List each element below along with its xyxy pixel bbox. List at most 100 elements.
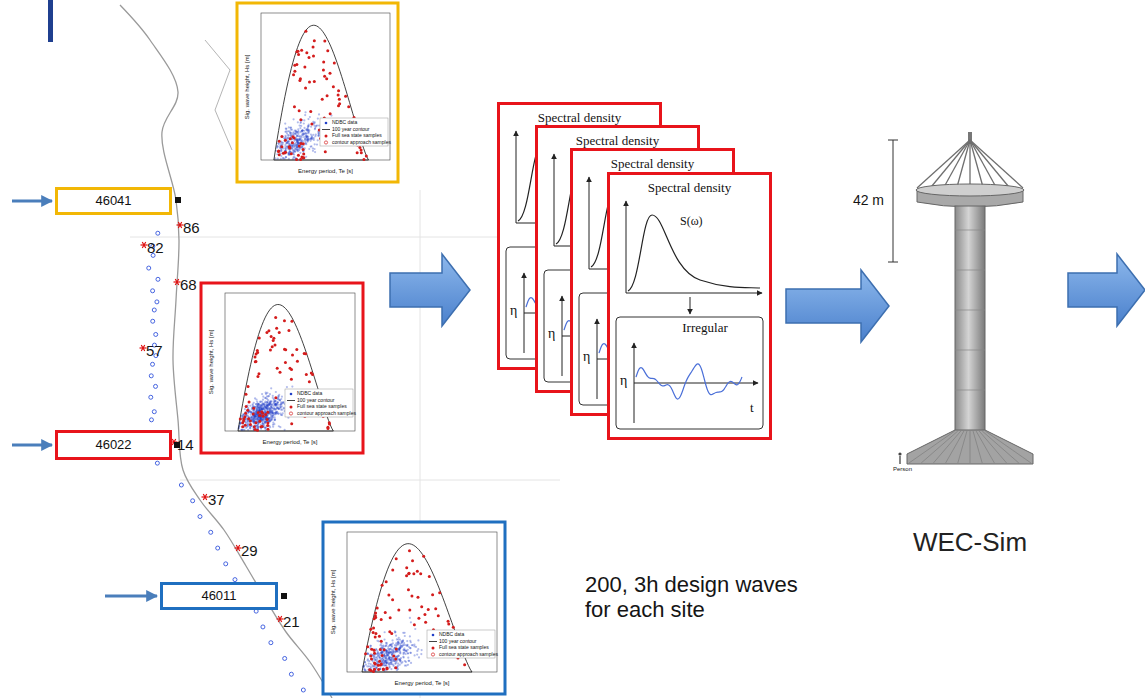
sample-point: [333, 62, 336, 65]
data-point: [278, 140, 280, 142]
sample-point: [257, 411, 260, 414]
data-point: [316, 143, 318, 145]
inset-frame: [237, 3, 398, 182]
data-point: [261, 425, 263, 427]
buoy-dot: [261, 625, 265, 629]
station-number: 82: [147, 239, 164, 256]
data-point: [255, 398, 257, 400]
data-point: [282, 157, 284, 159]
figure-part: [955, 310, 985, 311]
data-point: [310, 140, 312, 142]
legend-sample: [289, 412, 292, 415]
data-point: [298, 149, 300, 151]
tool-name: WEC-Sim: [913, 528, 1027, 558]
data-point: [297, 128, 299, 130]
data-point: [276, 411, 278, 413]
axis-title: Sig. wave height, Hs [m]: [330, 570, 337, 635]
station-number: 37: [208, 491, 225, 508]
station-box: 46041: [55, 187, 172, 215]
data-point: [240, 429, 242, 431]
data-point: [307, 126, 309, 128]
sample-point: [424, 621, 427, 624]
sample-point: [381, 654, 384, 657]
data-point: [314, 121, 316, 123]
sample-point: [287, 329, 290, 332]
data-point: [275, 391, 277, 393]
data-point: [287, 130, 289, 132]
sample-point: [392, 655, 395, 658]
inset-frame: [201, 283, 363, 453]
sample-point: [410, 595, 413, 598]
data-point: [250, 414, 252, 416]
data-point: [401, 642, 403, 644]
figure-part: [278, 616, 282, 622]
sample-point: [298, 109, 301, 112]
data-point: [394, 663, 396, 665]
data-point: [269, 401, 271, 403]
figure-part: [690, 297, 691, 314]
figure-part: [895, 130, 1045, 570]
figure-part: [203, 494, 207, 500]
data-point: [407, 664, 409, 666]
data-point: [289, 150, 291, 152]
data-point: [409, 652, 411, 654]
data-point: [281, 396, 283, 398]
sample-point: [420, 605, 423, 608]
data-point: [310, 137, 312, 139]
axis-symbol: η: [510, 303, 517, 319]
data-point: [304, 138, 306, 140]
data-point: [384, 660, 386, 662]
sample-point: [407, 572, 410, 575]
data-point: [272, 395, 274, 397]
axis-symbol: S(ω): [680, 215, 703, 229]
sample-point: [291, 135, 294, 138]
sample-point: [283, 319, 286, 322]
data-point: [310, 138, 312, 140]
data-point: [302, 148, 304, 150]
sample-point: [428, 575, 431, 578]
data-point: [291, 385, 293, 387]
figure-part: [898, 452, 901, 455]
sample-point: [431, 593, 434, 596]
data-point: [310, 145, 312, 147]
sample-point: [344, 95, 347, 98]
sample-point: [326, 49, 329, 52]
wave-panel: [616, 317, 763, 429]
data-point: [402, 632, 404, 634]
data-point: [408, 660, 410, 662]
data-point: [394, 631, 396, 633]
sample-point: [321, 98, 324, 101]
data-point: [255, 411, 257, 413]
sample-point: [305, 373, 308, 376]
data-point: [255, 416, 257, 418]
sample-point: [266, 418, 269, 421]
data-point: [384, 660, 386, 662]
sample-point: [365, 155, 368, 158]
sample-point: [246, 409, 249, 412]
sample-point: [261, 412, 264, 415]
data-point: [382, 644, 384, 646]
data-point: [301, 130, 303, 132]
data-point: [292, 158, 294, 160]
figure-part: [554, 154, 555, 246]
data-point: [421, 649, 423, 651]
figure-label: Person: [893, 466, 912, 473]
sample-point: [390, 632, 393, 635]
data-point: [317, 134, 319, 136]
legend-entry: Full sea state samples: [332, 133, 382, 139]
panel-title: Spectral density: [611, 157, 694, 172]
sample-point: [288, 146, 291, 149]
legend-sample: [325, 122, 328, 125]
data-point: [291, 144, 293, 146]
data-point: [402, 653, 404, 655]
data-point: [288, 158, 290, 160]
data-point: [406, 645, 408, 647]
buoy-dot: [154, 332, 158, 336]
axis-title: Energy period, Te [s]: [263, 439, 318, 446]
data-point: [314, 143, 316, 145]
data-point: [397, 641, 399, 643]
buoy-dot: [301, 688, 305, 692]
sample-point: [278, 140, 281, 143]
data-point: [377, 664, 379, 666]
sample-point: [305, 51, 308, 54]
